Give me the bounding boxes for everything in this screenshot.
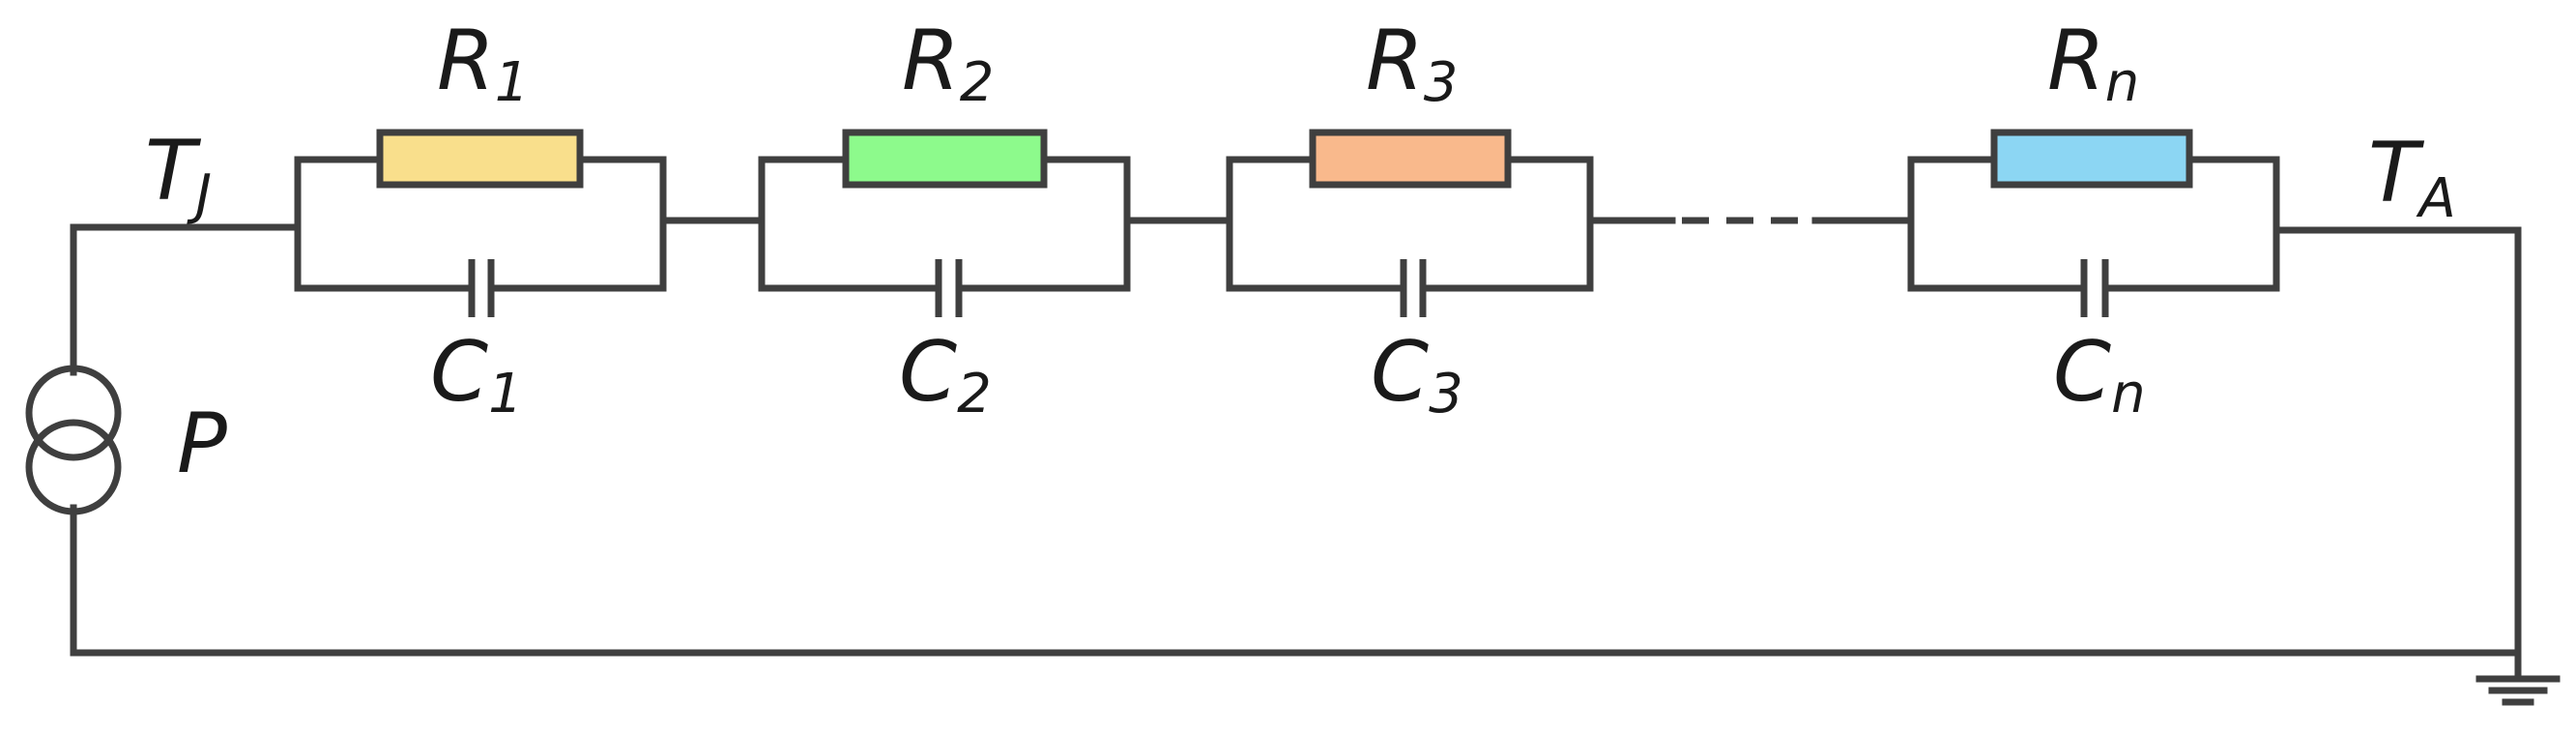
capacitor-2-label: C2 bbox=[899, 324, 992, 426]
resistor-2-label: R2 bbox=[902, 13, 994, 114]
wire-source-top bbox=[70, 223, 302, 376]
wire-source-bottom bbox=[70, 226, 2522, 657]
resistor-2 bbox=[842, 129, 1048, 189]
resistor-1 bbox=[376, 129, 584, 189]
ambient-temperature-label: TA bbox=[2368, 125, 2456, 230]
rc-stage-2 bbox=[758, 129, 1131, 317]
resistor-n-label: Rn bbox=[2047, 13, 2139, 114]
resistor-1-label: R1 bbox=[437, 13, 529, 114]
current-source-icon bbox=[25, 365, 122, 515]
resistor-3-label: R3 bbox=[1366, 13, 1458, 114]
resistor-n bbox=[1990, 129, 2193, 189]
source-label: P bbox=[177, 396, 227, 492]
rc-stage-3 bbox=[1226, 129, 1594, 317]
resistor-3 bbox=[1309, 129, 1512, 189]
capacitor-1-label: C1 bbox=[430, 324, 523, 426]
capacitor-n-label: Cn bbox=[2053, 324, 2146, 426]
junction-temperature-label: TJ bbox=[145, 123, 212, 226]
capacitor-3-label: C3 bbox=[1371, 324, 1463, 426]
ground-icon bbox=[2475, 649, 2561, 706]
rc-stage-1 bbox=[294, 129, 667, 317]
rc-stage-n bbox=[1907, 129, 2280, 317]
